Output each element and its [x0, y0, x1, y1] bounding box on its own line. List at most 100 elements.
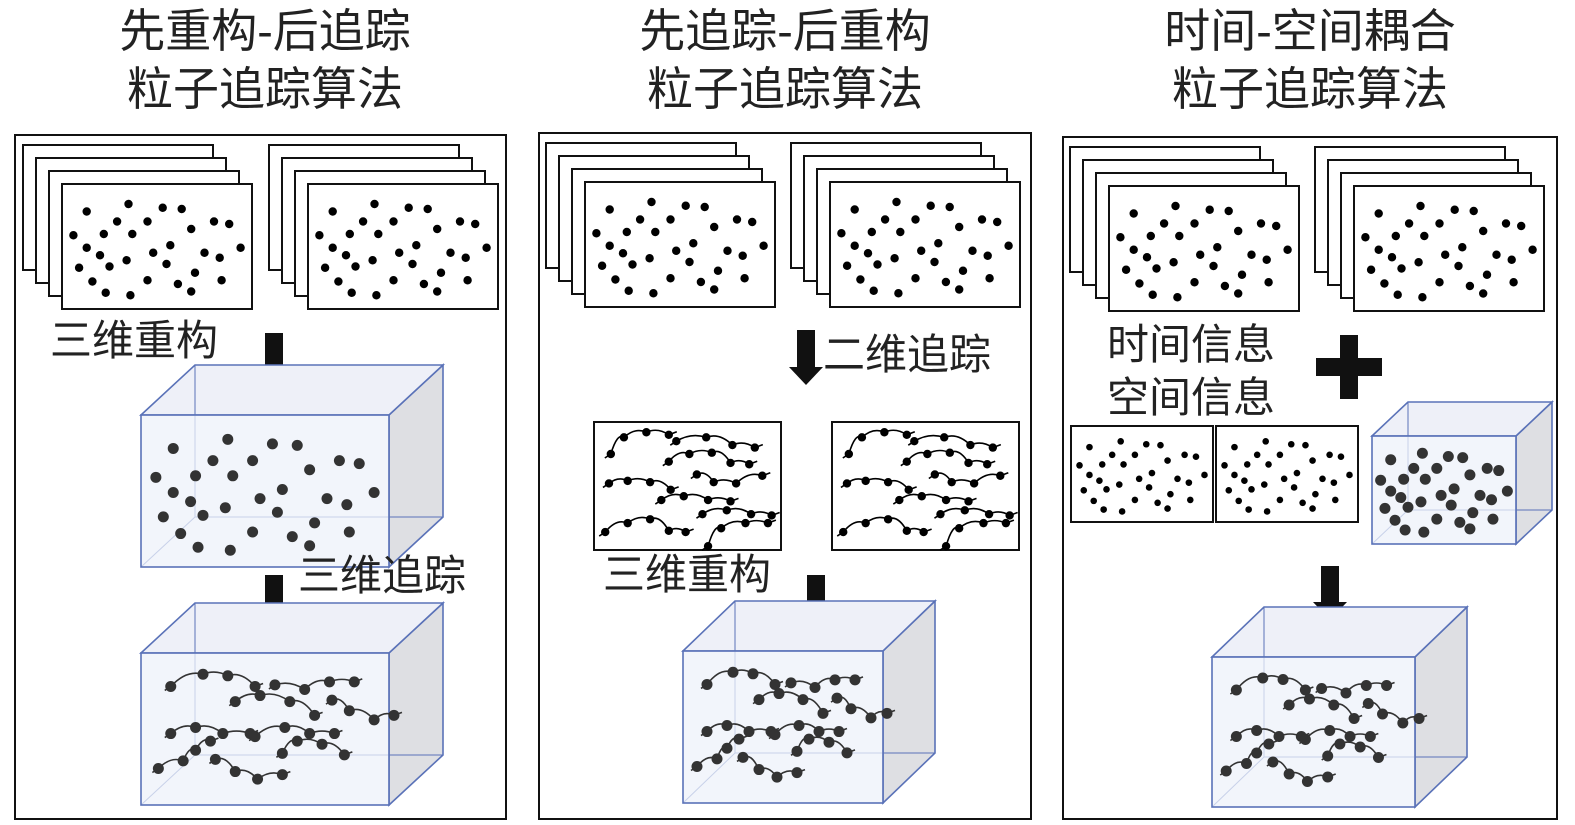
particle-dot — [316, 738, 328, 750]
particle-dot — [1256, 219, 1266, 228]
particle-dot — [1493, 465, 1505, 477]
particle-dot — [1324, 725, 1336, 736]
particle-dot — [1445, 499, 1457, 511]
particle-dot — [1175, 231, 1184, 241]
trajectory — [836, 515, 932, 537]
particle-dot — [969, 479, 979, 488]
particle-dot — [1253, 451, 1261, 459]
particle-dot — [880, 215, 890, 224]
particle-dot — [692, 470, 702, 479]
particle-dot — [702, 433, 711, 442]
particle-dot — [672, 246, 681, 255]
particle-dot — [624, 286, 633, 295]
particle-dot — [679, 492, 688, 501]
panel-3-image-stack-b — [1314, 146, 1545, 312]
particle-dot — [894, 289, 903, 298]
particle-dot — [1234, 289, 1243, 298]
particle-dot — [1154, 499, 1161, 507]
particle-dot — [945, 202, 954, 212]
particle-dot — [1381, 680, 1393, 691]
particle-dot — [1098, 461, 1106, 468]
particle-dot — [395, 248, 404, 257]
particle-dot — [1413, 713, 1425, 724]
particle-dot — [839, 527, 848, 537]
arrow-head — [789, 367, 823, 385]
trajectory-line — [602, 477, 679, 491]
particle-dot — [69, 231, 78, 240]
particle-dot — [1312, 490, 1319, 498]
particle-dot — [753, 764, 765, 776]
particle-dot — [1416, 447, 1428, 459]
particle-dot — [353, 458, 365, 470]
particle-dot — [983, 460, 992, 469]
particle-dot — [284, 696, 296, 708]
particle-dot — [1251, 747, 1263, 759]
particle-dot — [1399, 524, 1411, 536]
trajectory-line — [736, 755, 806, 779]
trajectory — [248, 721, 343, 743]
particle-dot — [338, 749, 350, 761]
panel-2-trajectory-cube — [681, 599, 937, 805]
particle-dot — [1118, 508, 1126, 515]
particle-dot — [619, 433, 629, 442]
particle-dot — [844, 449, 854, 459]
particle-dot — [252, 773, 264, 785]
particle-dot — [152, 763, 164, 775]
particle-dot — [1419, 473, 1431, 485]
particle-dot — [185, 496, 197, 508]
particle-dot — [1348, 713, 1360, 724]
particle-dot — [200, 248, 209, 257]
trajectory — [939, 518, 1015, 551]
panel-1-image-stack-b — [268, 144, 499, 310]
particle-dot — [1135, 475, 1143, 483]
particle-dot — [623, 518, 632, 528]
particle-dot — [1260, 481, 1268, 488]
particle-dot — [841, 747, 853, 759]
particle-dot — [229, 766, 241, 778]
particle-dot — [1116, 233, 1125, 242]
particle-dot — [1174, 475, 1181, 483]
particle-dot — [1273, 731, 1285, 742]
particle-dot — [341, 251, 351, 260]
particle-dot — [1263, 508, 1271, 515]
particle-dot — [82, 243, 91, 252]
trajectory-line — [151, 737, 219, 774]
particle-dot — [471, 219, 480, 229]
particle-dot — [902, 526, 911, 535]
particle-dot — [326, 694, 338, 706]
particle-dot — [745, 460, 754, 469]
particle-dot — [831, 692, 843, 704]
cube-top-face — [138, 364, 446, 416]
particle-dot — [190, 721, 202, 733]
particle-dot — [1334, 738, 1346, 750]
particle-dot — [728, 440, 737, 450]
image-frame — [307, 183, 499, 310]
particle-dot — [351, 262, 360, 271]
particle-dot — [368, 256, 377, 265]
particle-dot — [1245, 506, 1252, 513]
particle-dot — [1283, 699, 1295, 711]
particle-dot — [158, 203, 167, 212]
particle-dot — [175, 528, 187, 540]
particle-dot — [1337, 453, 1345, 461]
particle-dot — [165, 680, 177, 692]
particle-dot — [863, 249, 873, 258]
panel-3-info-line2: 空间信息 — [1107, 373, 1276, 422]
particle-dot — [271, 506, 283, 518]
particle-dot — [1086, 443, 1093, 451]
trajectory-line — [1321, 741, 1387, 761]
particle-dot — [1247, 250, 1256, 259]
particle-dot — [1277, 674, 1289, 685]
particle-dot — [128, 229, 137, 239]
particle-dot — [1241, 477, 1248, 485]
trajectory — [275, 735, 353, 761]
particle-dot — [698, 509, 707, 519]
particle-dot — [217, 276, 226, 285]
particle-dot — [446, 248, 455, 257]
particle-dot — [945, 448, 955, 457]
trajectory-line — [1229, 728, 1310, 742]
particle-dot — [433, 224, 442, 234]
panel-3-title-line2: 粒子追踪算法 — [1172, 62, 1448, 116]
trajectory-line — [768, 723, 848, 740]
particle-dot — [813, 726, 825, 738]
